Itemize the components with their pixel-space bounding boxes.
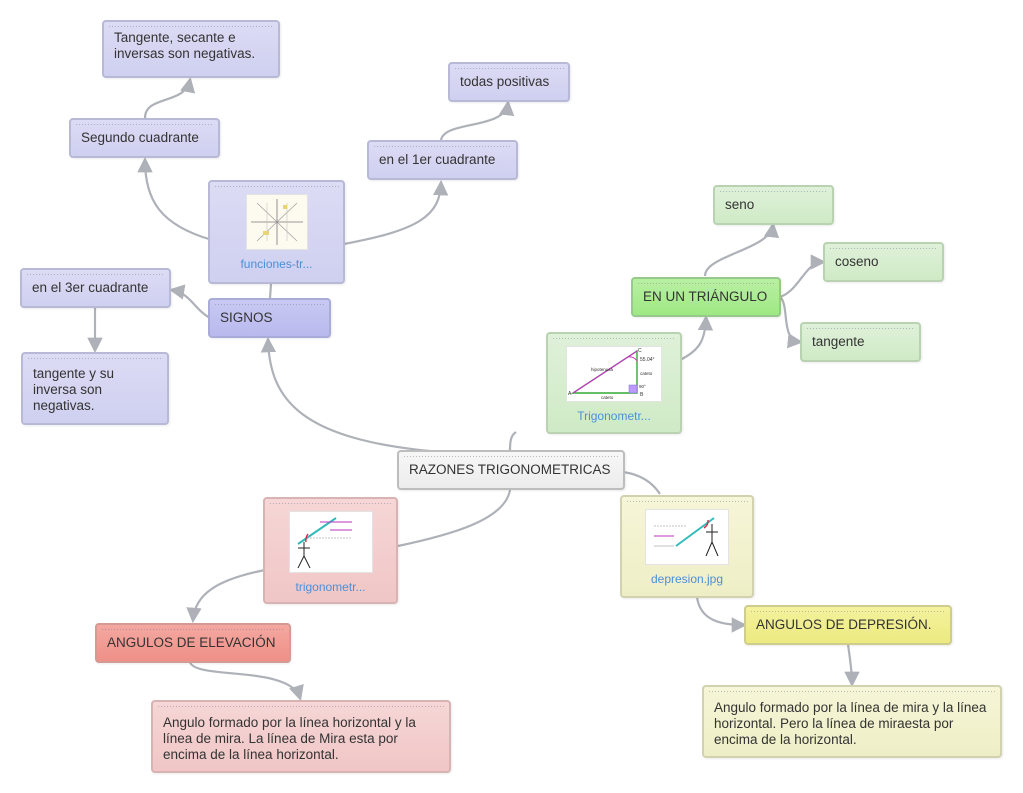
tercer-detail-node[interactable]: tangente y su inversa son negativas. [21,352,169,425]
fig-cat2-label: cateto [601,395,614,400]
elevacion-detail-node[interactable]: Angulo formado por la línea horizontal y… [151,700,451,773]
fig-C-label: C [638,348,642,354]
depresion-detail-node[interactable]: Angulo formado por la línea de mira y la… [702,685,1002,758]
segundo-cuadrante-label: Segundo cuadrante [81,130,199,145]
trigonometria-image-node[interactable]: 55.04° hipotenusa cateto cateto 90° A B … [546,332,682,434]
fig-right-label: 90° [639,384,646,389]
tangente-node[interactable]: tangente [800,322,921,362]
link-elev-detail [188,661,304,701]
link-signos-image [268,283,273,299]
angulos-depresion-label: ANGULOS DE DEPRESIÓN. [756,617,932,632]
seno-label: seno [725,197,755,212]
trigonometria-image-caption[interactable]: Trigonometr... [577,409,651,423]
signos-label: SIGNOS [220,310,273,325]
link-segundo-tangente [143,76,196,119]
tercer-cuadrante-label: en el 3er cuadrante [32,280,149,295]
elevacion-detail-text: Angulo formado por la línea horizontal y… [163,715,416,762]
elevation-angle-image [288,511,373,573]
depression-angle-image [645,509,729,565]
signos-node[interactable]: SIGNOS [208,298,331,338]
todas-positivas-node[interactable]: todas positivas [448,62,570,102]
elevacion-image-node[interactable]: trigonometr... [263,497,398,604]
link-triangulo-tangente [779,296,804,349]
link-primero-todas [439,99,515,141]
todas-positivas-label: todas positivas [460,74,550,89]
en-un-triangulo-label: EN UN TRIÁNGULO [643,289,768,304]
en-un-triangulo-node[interactable]: EN UN TRIÁNGULO [631,277,781,317]
fig-cat1-label: cateto [640,371,653,376]
depresion-image-node[interactable]: depresion.jpg [620,495,754,598]
link-image-primero [343,179,449,246]
funciones-image-node[interactable]: funciones-tr... [208,180,345,284]
segundo-cuadrante-node[interactable]: Segundo cuadrante [69,118,220,158]
link-root-depimg [621,470,661,495]
link-triangulo-coseno [779,254,827,299]
angulos-elevacion-node[interactable]: ANGULOS DE ELEVACIÓN [95,623,291,663]
tercer-cuadrante-node[interactable]: en el 3er cuadrante [20,268,171,308]
segundo-detail-node[interactable]: Tangente, secante e inversas son negativ… [102,20,280,78]
link-dep-detail [844,643,860,688]
fig-hyp-label: hipotenusa [591,367,614,372]
root-label: RAZONES TRIGONOMETRICAS [409,462,611,477]
link-trig-triangulo [679,314,714,361]
link-root-signos [260,336,441,454]
link-triangulo-seno [703,221,780,277]
right-triangle-image: 55.04° hipotenusa cateto cateto 90° A B … [566,346,662,402]
link-root-trig [508,431,517,451]
depresion-image-caption[interactable]: depresion.jpg [650,572,724,586]
root-node[interactable]: RAZONES TRIGONOMETRICAS [397,450,625,490]
angulos-elevacion-label: ANGULOS DE ELEVACIÓN [107,635,276,650]
quadrant-diagram-image [245,194,308,250]
primer-cuadrante-label: en el 1er cuadrante [379,152,496,167]
tercer-detail-text: tangente y su inversa son negativas. [33,366,115,413]
fig-A-label: A [568,391,572,397]
seno-node[interactable]: seno [713,185,834,225]
tangente-label: tangente [812,334,865,349]
link-image-segundo [137,156,213,242]
coseno-label: coseno [835,254,879,269]
link-depimg-dep [695,596,748,633]
elevacion-image-caption[interactable]: trigonometr... [295,580,366,594]
funciones-image-caption[interactable]: funciones-tr... [240,257,313,271]
angulos-depresion-node[interactable]: ANGULOS DE DEPRESIÓN. [744,605,952,645]
link-elevimg-elev [186,568,266,624]
fig-B-label: B [640,392,644,398]
depresion-detail-text: Angulo formado por la línea de mira y la… [714,700,987,747]
link-signos-tercero [168,284,211,319]
fig-angle-label: 55.04° [640,357,655,363]
segundo-detail-text: Tangente, secante e inversas son negativ… [114,30,256,61]
link-root-elevimg [397,489,512,548]
primer-cuadrante-node[interactable]: en el 1er cuadrante [367,140,518,180]
coseno-node[interactable]: coseno [823,242,944,282]
